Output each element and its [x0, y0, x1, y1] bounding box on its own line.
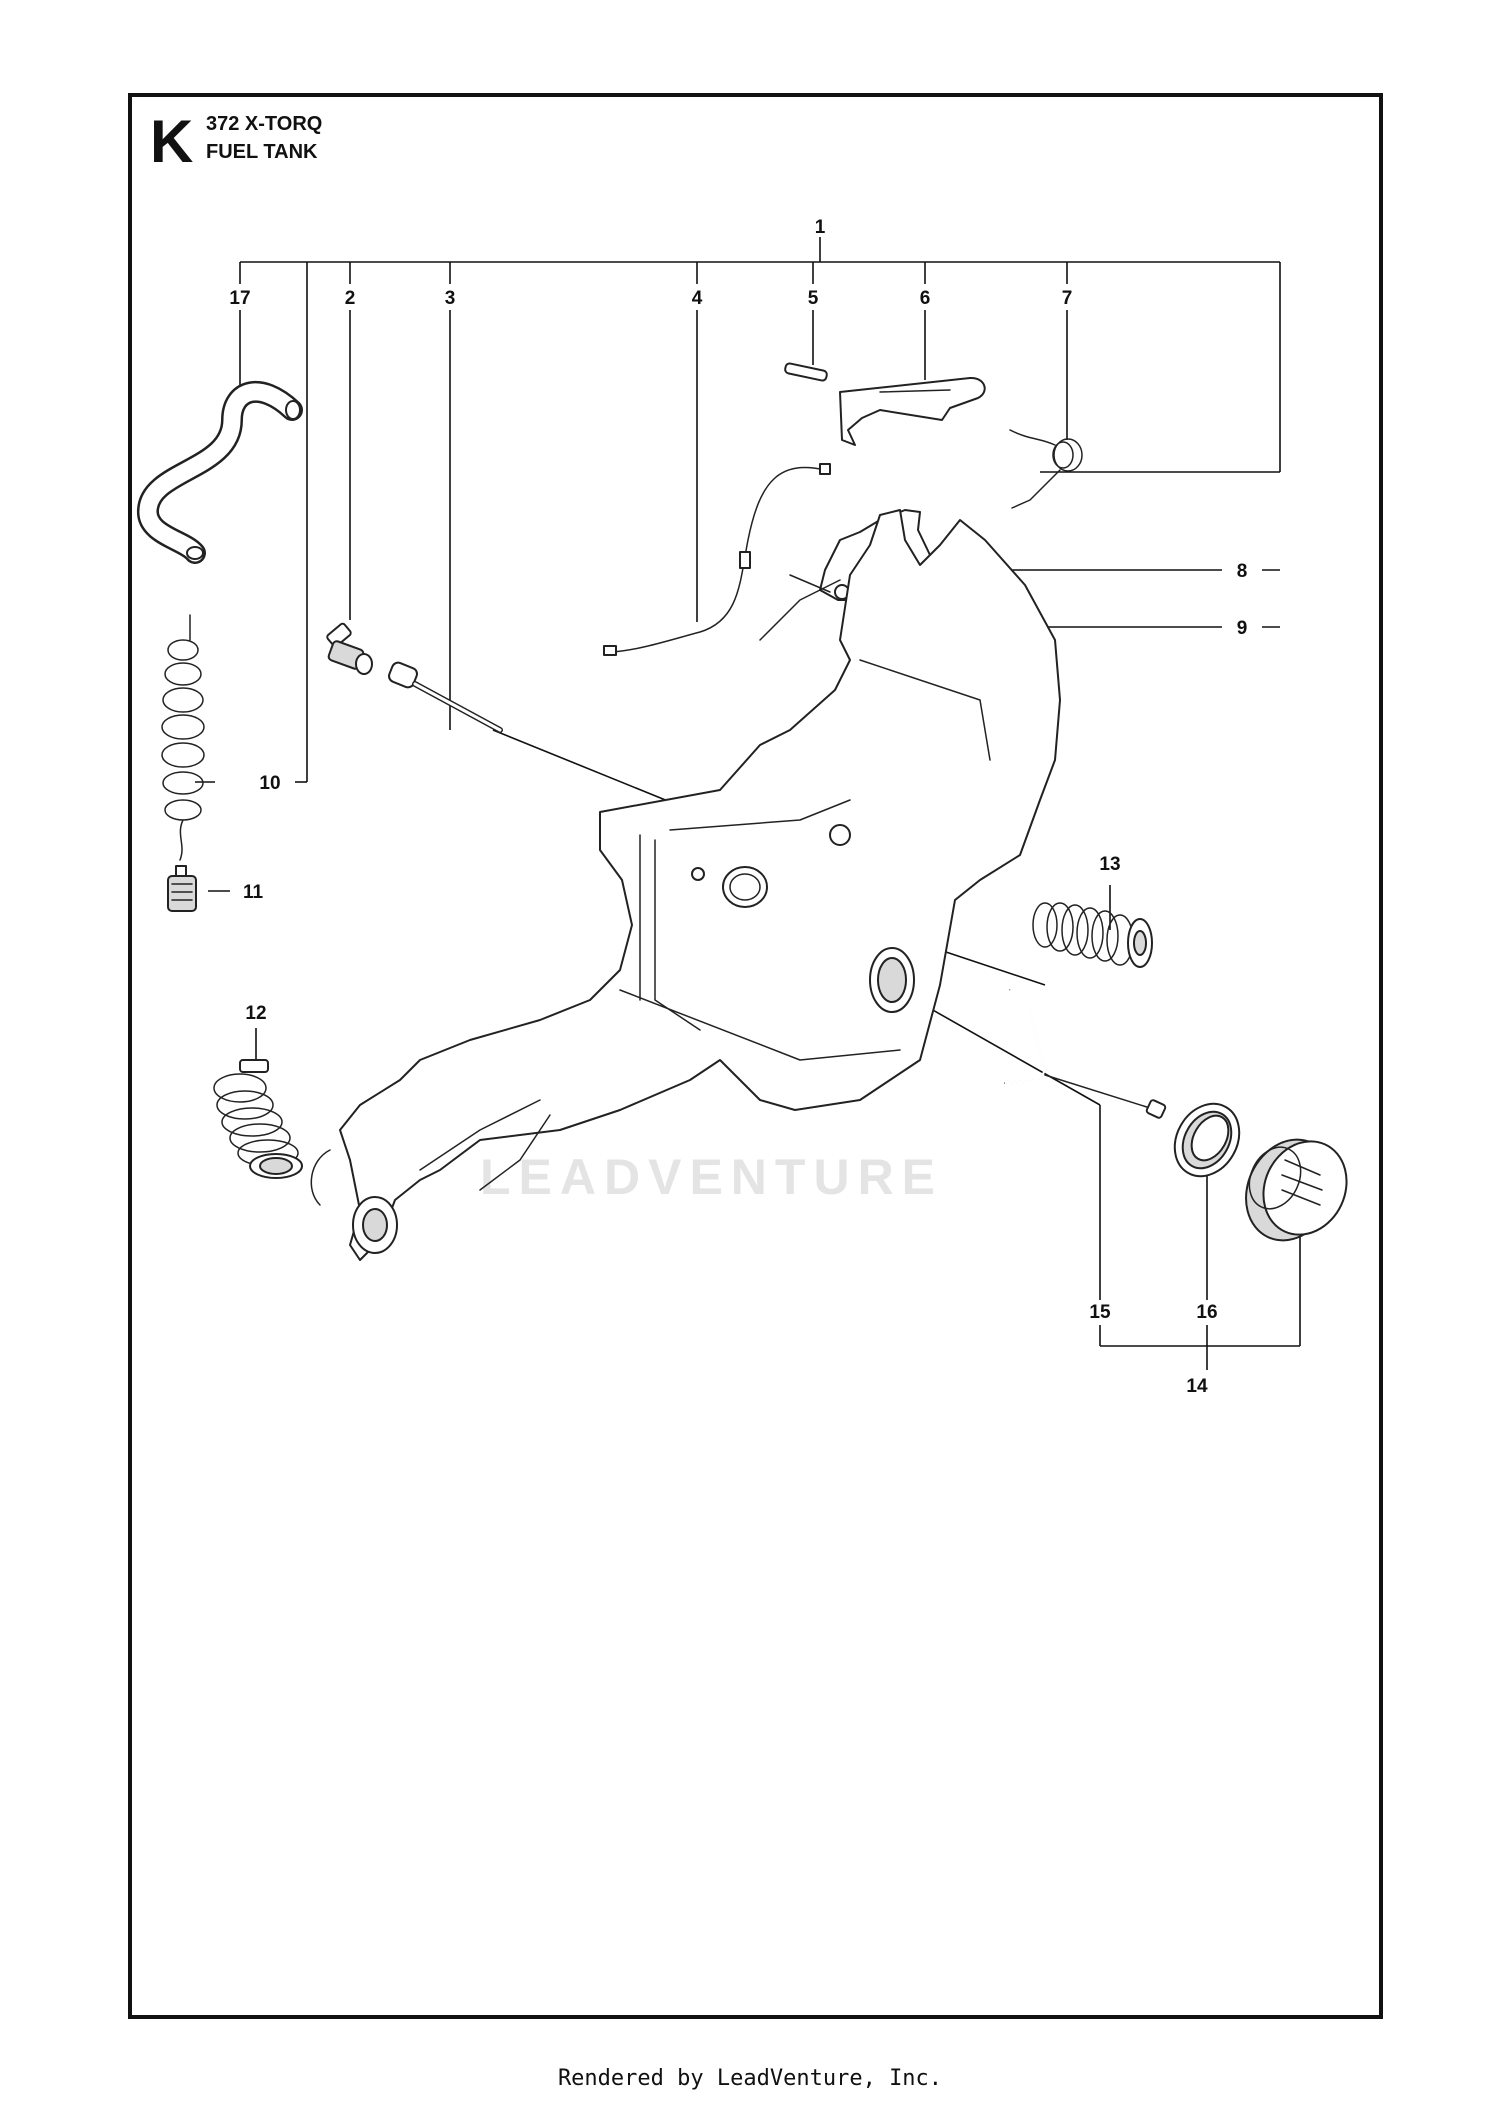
callout-14: 14 — [1186, 1376, 1208, 1397]
callout-1: 1 — [815, 217, 826, 238]
part-6-throttle-trigger — [839, 376, 986, 446]
callout-12: 12 — [245, 1003, 266, 1024]
part-5-pin — [784, 362, 828, 382]
callout-15: 15 — [1089, 1302, 1111, 1323]
callout-8: 8 — [1237, 561, 1248, 582]
callout-9: 9 — [1237, 618, 1248, 639]
part-15-fuel-pickup — [1004, 989, 1167, 1119]
callout-6: 6 — [920, 288, 931, 309]
part-7-spring — [1009, 429, 1083, 509]
part-3-pipe — [388, 661, 503, 733]
part-11-fuel-filter — [167, 865, 197, 912]
footer-credit: Rendered by LeadVenture, Inc. — [557, 2066, 943, 2091]
part-13-av-spring — [1032, 902, 1153, 968]
callout-10: 10 — [259, 773, 280, 794]
model-name: 372 X-TORQ — [206, 113, 323, 135]
callout-11: 11 — [243, 882, 264, 903]
diagram-title: FUEL TANK — [206, 141, 318, 163]
callout-labels: 1 2 3 4 5 6 7 8 9 10 11 12 13 14 15 16 1… — [229, 217, 1247, 1397]
watermark: LEADVENTURE — [480, 1149, 944, 1205]
callout-5: 5 — [808, 288, 819, 309]
part-14-fuel-cap — [1245, 1138, 1348, 1242]
section-letter: K — [150, 108, 194, 175]
part-4-throttle-cable — [603, 463, 831, 656]
part-12-av-spring — [213, 1059, 303, 1179]
callout-3: 3 — [445, 288, 456, 309]
part-17-hose — [137, 381, 303, 564]
part-16-gasket — [1173, 1102, 1241, 1178]
callout-4: 4 — [692, 288, 703, 309]
callout-16: 16 — [1196, 1302, 1217, 1323]
callout-13: 13 — [1099, 854, 1120, 875]
part-2-elbow-nipple — [326, 622, 373, 675]
diagram-frame — [128, 93, 1383, 2019]
callout-7: 7 — [1062, 288, 1073, 309]
fuel-tank-body — [310, 509, 1061, 1261]
part-10-fuel-hose-coil — [161, 614, 205, 861]
callout-2: 2 — [345, 288, 356, 309]
callout-17: 17 — [229, 288, 250, 309]
